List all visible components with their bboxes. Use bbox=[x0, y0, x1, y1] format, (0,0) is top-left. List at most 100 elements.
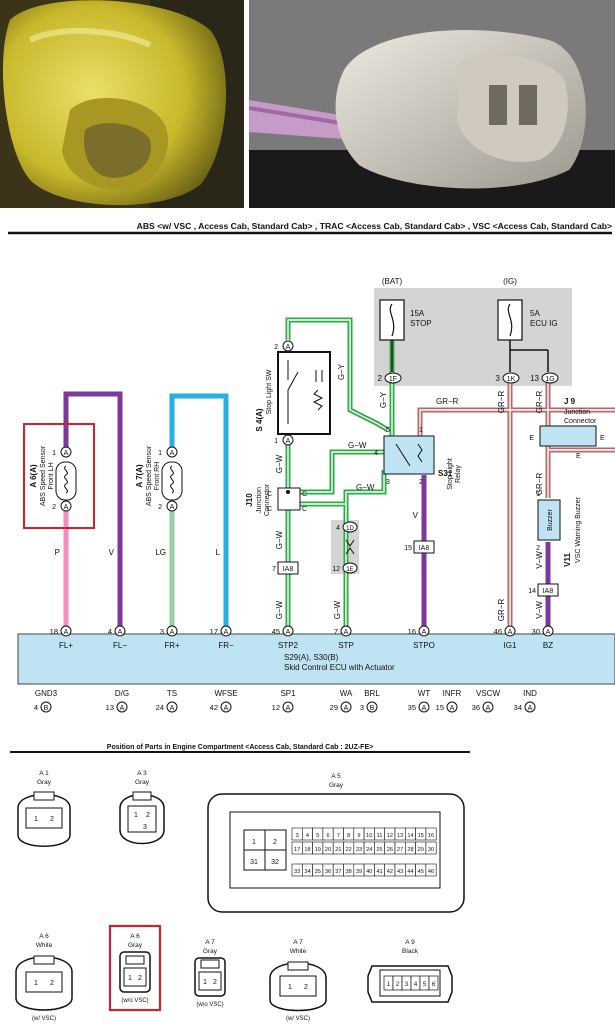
svg-text:A: A bbox=[64, 504, 69, 511]
ecu-bottom-pin-name: BRL bbox=[364, 689, 380, 698]
stop-sw-label: Stop Light SW bbox=[266, 369, 273, 414]
fuse-ecu-source: (IG) bbox=[503, 277, 517, 286]
ecu-top-pin-name: STP2 bbox=[278, 641, 299, 650]
ig-pin-number: 13 bbox=[530, 374, 539, 383]
ecu-bottom-pin-conn: A bbox=[120, 705, 125, 712]
ecu-top-pin-marker bbox=[60, 625, 72, 637]
connector-a6-white: A 6 White 1 2 (w/ VSC) bbox=[15, 933, 73, 1022]
ecu-bottom-pin-number: 35 bbox=[408, 703, 416, 712]
wire-label-v-w-1: V−W bbox=[535, 551, 544, 569]
a5-pin-label: 45 bbox=[418, 869, 424, 875]
svg-text:2: 2 bbox=[158, 504, 162, 511]
svg-text:(w/o VSC): (w/o VSC) bbox=[196, 1002, 223, 1008]
svg-text:Black: Black bbox=[402, 948, 419, 955]
a5-pin-label: 7 bbox=[337, 833, 340, 839]
svg-text:2: 2 bbox=[213, 979, 217, 986]
ecu-top-pin-name: FL− bbox=[113, 641, 127, 650]
a5-pin-label: 25 bbox=[376, 847, 382, 853]
svg-text:C: C bbox=[267, 506, 272, 513]
fuse-ecu-amp: 5A bbox=[530, 309, 540, 318]
wire-label-g-w-6: G−W bbox=[275, 600, 284, 619]
svg-text:E: E bbox=[600, 435, 605, 442]
ecu-bottom-pin-name: TS bbox=[167, 689, 177, 698]
ecu-bottom-pin-marker bbox=[340, 701, 352, 713]
ecu-top-pin-number: 3 bbox=[160, 627, 164, 636]
svg-text:C: C bbox=[267, 491, 272, 498]
svg-text:2: 2 bbox=[52, 504, 56, 511]
ecu-top-pin-marker bbox=[340, 625, 352, 637]
sensor-lh-id: A 6(A) bbox=[29, 464, 38, 488]
ecu-top-pin-marker bbox=[282, 625, 294, 637]
ecu-bottom-pin-number: 24 bbox=[156, 703, 164, 712]
svg-text:1: 1 bbox=[128, 975, 132, 982]
a5-pin-label: 29 bbox=[418, 847, 424, 853]
a5-pin-label: 19 bbox=[315, 847, 321, 853]
ecu-bottom-pin-marker bbox=[40, 701, 52, 713]
wire-label-g-y: G−Y bbox=[337, 363, 346, 380]
ecu-bottom-pin-marker bbox=[282, 701, 294, 713]
ecu-top-pin-name: FR+ bbox=[164, 641, 180, 650]
wire-label-v-2: V bbox=[413, 511, 419, 520]
a5-pin-label: 9 bbox=[357, 833, 360, 839]
junction-j9: E E E J 9 Junction Connector bbox=[529, 397, 605, 460]
ecu-bottom-pin-conn: A bbox=[170, 705, 175, 712]
svg-text:5: 5 bbox=[386, 427, 390, 434]
wire-fl-minus bbox=[63, 391, 123, 626]
ecu-bottom-pin-marker bbox=[166, 701, 178, 713]
ecu-bottom-pin-number: 42 bbox=[210, 703, 218, 712]
svg-text:Connector: Connector bbox=[564, 418, 597, 425]
wire-label-lg: LG bbox=[155, 548, 166, 557]
ecu-top-pin-conn: A bbox=[118, 629, 123, 636]
svg-text:E: E bbox=[529, 435, 534, 442]
ecu-top-pin-conn: A bbox=[64, 629, 69, 636]
a9-pin-cell bbox=[428, 975, 439, 991]
ecu-bottom-pin-name: WT bbox=[418, 689, 431, 698]
a5-pin-label: 44 bbox=[407, 869, 413, 875]
a5-pin-label: 28 bbox=[407, 847, 413, 853]
white-connector-photo bbox=[249, 0, 615, 208]
ecu-bottom-pin-conn: A bbox=[344, 705, 349, 712]
ecu-top-pin-name: FR− bbox=[218, 641, 234, 650]
svg-text:Junction: Junction bbox=[256, 487, 263, 513]
ecu-top-pin-marker bbox=[418, 625, 430, 637]
svg-text:14: 14 bbox=[528, 588, 536, 595]
a5-pin-label: 27 bbox=[397, 847, 403, 853]
svg-text:1: 1 bbox=[252, 839, 256, 846]
wire-label-gr-r-4: GR−R bbox=[535, 473, 544, 496]
fuse-ecu-name: ECU IG bbox=[530, 319, 558, 328]
wire-label-l: L bbox=[216, 548, 221, 557]
ecu-top-pin-number: 30 bbox=[532, 627, 540, 636]
svg-text:A 5: A 5 bbox=[331, 773, 341, 780]
ecu-bottom-pin-number: 29 bbox=[330, 703, 338, 712]
svg-text:IA8: IA8 bbox=[283, 566, 294, 573]
svg-text:1: 1 bbox=[536, 491, 540, 498]
a9-pin-label: 1 bbox=[387, 982, 391, 988]
a5-pin-label: 21 bbox=[335, 847, 341, 853]
svg-text:32: 32 bbox=[271, 859, 279, 866]
a5-pin-label: 24 bbox=[366, 847, 372, 853]
a5-pin-label: 16 bbox=[428, 833, 434, 839]
a5-pin-label: 10 bbox=[366, 833, 372, 839]
connector-a7-white: A 7 White 1 2 (w/ VSC) bbox=[269, 939, 327, 1022]
svg-text:A 3: A 3 bbox=[137, 770, 147, 777]
ecu-bottom-pin-conn: A bbox=[486, 705, 491, 712]
svg-text:2: 2 bbox=[146, 812, 150, 819]
svg-text:2: 2 bbox=[138, 975, 142, 982]
a9-pin-label: 5 bbox=[423, 982, 427, 988]
svg-text:A: A bbox=[170, 450, 175, 457]
svg-text:Gray: Gray bbox=[135, 779, 150, 786]
ecu-bottom-pin-name: INFR bbox=[443, 689, 462, 698]
svg-text:3: 3 bbox=[386, 479, 390, 486]
fuse-ecu-conn: 1K bbox=[507, 376, 516, 383]
a5-pin-label: 17 bbox=[294, 847, 300, 853]
ecu-bottom-pin-conn: A bbox=[422, 705, 427, 712]
fuse-stop-name: STOP bbox=[410, 319, 432, 328]
connector-a7-gray: A 7 Gray 1 2 (w/o VSC) bbox=[194, 939, 226, 1008]
stop-sw-id: S 4(A) bbox=[255, 408, 264, 431]
svg-text:4: 4 bbox=[336, 525, 340, 532]
wire-label-g-w-1: G−W bbox=[275, 454, 284, 473]
inline-connector-d: 4 1D 12 1E bbox=[332, 521, 358, 574]
